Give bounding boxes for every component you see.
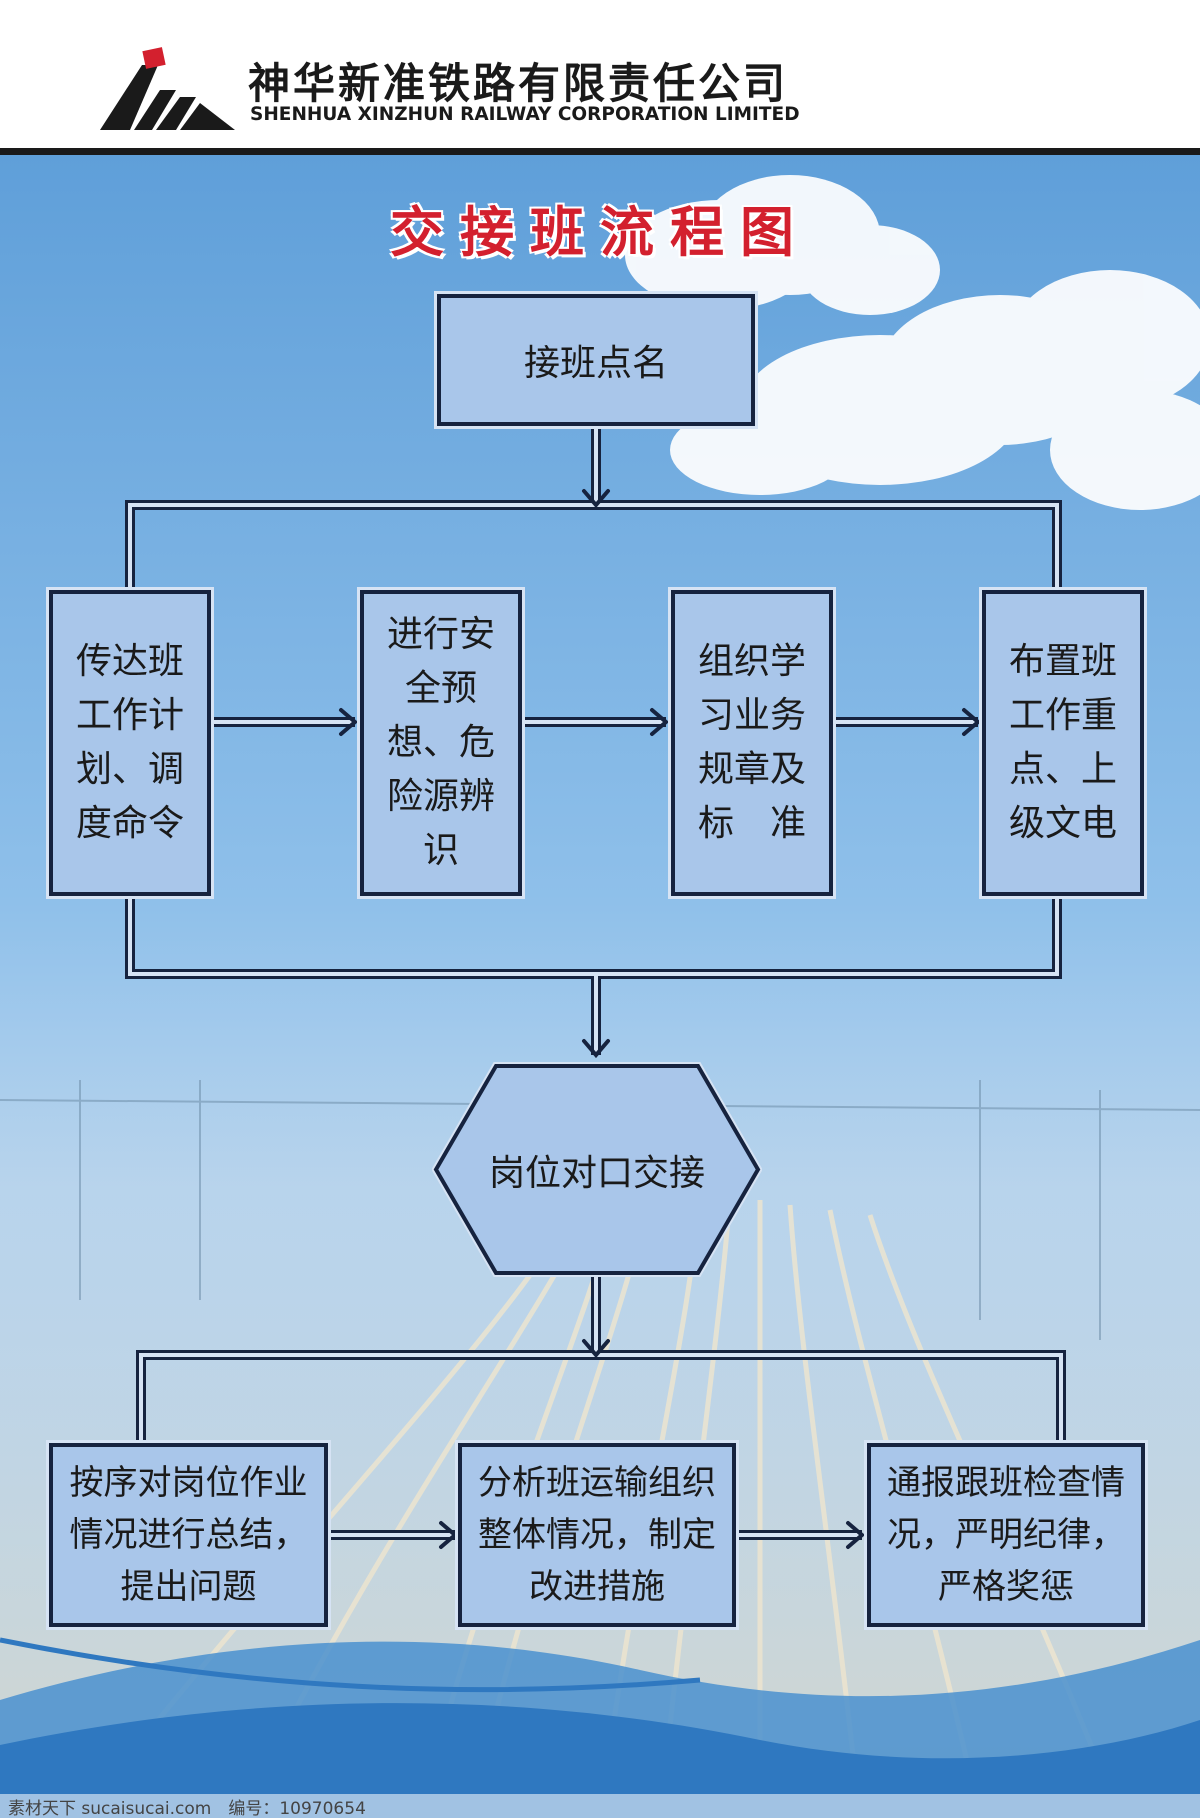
node-summarize-work: 按序对岗位作业情况进行总结，提出问题 xyxy=(49,1443,328,1627)
node-roll-call-label: 接班点名 xyxy=(523,343,668,384)
header-divider xyxy=(0,148,1200,155)
node-analyze-organization-label: 分析班运输组织整体情况，制定改进措施 xyxy=(478,1463,716,1607)
company-name-chinese: 神华新准铁路有限责任公司 xyxy=(248,59,789,108)
node-summarize-work-label: 按序对岗位作业情况进行总结，提出问题 xyxy=(69,1463,308,1607)
node-convey-plan-label: 传达班工作计划、调度命令 xyxy=(75,641,184,844)
watermark-text: 素材天下 sucaisucai.com 编号：10970654 xyxy=(8,1799,366,1819)
node-report-inspection-label: 通报跟班检查情况，严明纪律，严格奖惩 xyxy=(887,1463,1125,1607)
node-safety-forecast: 进行安全预想、危险源辨识 xyxy=(360,590,522,896)
node-post-handover-label: 岗位对口交接 xyxy=(488,1152,705,1194)
diagram-title: 交接班流程图 xyxy=(390,201,810,264)
company-name-english: SHENHUA XINZHUN RAILWAY CORPORATION LIMI… xyxy=(250,104,800,125)
node-safety-forecast-label: 进行安全预想、危险源辨识 xyxy=(386,614,495,871)
node-study-rules-label: 组织学习业务规章及标 准 xyxy=(697,641,806,844)
node-report-inspection: 通报跟班检查情况，严明纪律，严格奖惩 xyxy=(867,1443,1145,1627)
node-analyze-organization: 分析班运输组织整体情况，制定改进措施 xyxy=(458,1443,736,1627)
node-assign-key-work: 布置班工作重点、上级文电 xyxy=(982,590,1144,896)
watermark-strip xyxy=(0,1794,1200,1818)
node-assign-key-work-label: 布置班工作重点、上级文电 xyxy=(1008,641,1117,844)
node-convey-plan: 传达班工作计划、调度命令 xyxy=(49,590,211,896)
node-post-handover-hexagon xyxy=(432,1062,762,1277)
node-study-rules: 组织学习业务规章及标 准 xyxy=(671,590,833,896)
company-logo-icon xyxy=(100,47,235,130)
node-roll-call: 接班点名 xyxy=(437,294,755,426)
